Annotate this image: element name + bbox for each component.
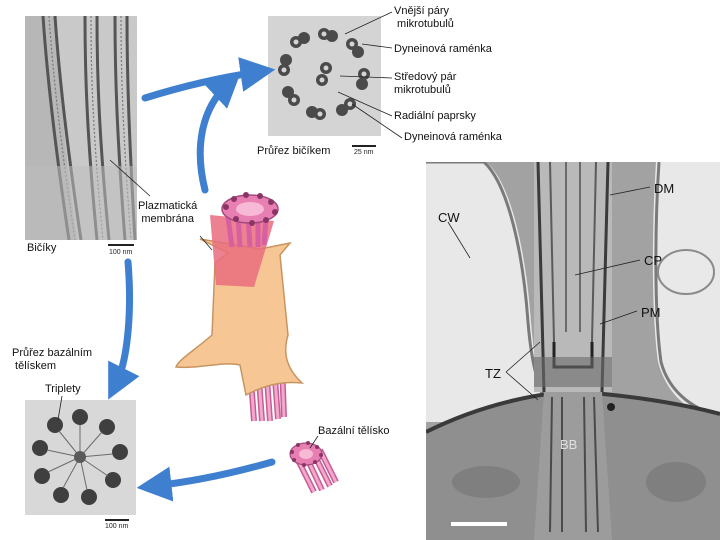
arrow-illustration-to-section [196, 72, 241, 194]
basal-body-illustration [282, 438, 344, 498]
label-cross-section-flagellum: Průřez bičíkem [257, 145, 331, 157]
label-cw: CW [438, 210, 460, 225]
flagellar-base-micrograph [426, 162, 720, 540]
label-central-pair: Středový pár mikrotubulů [394, 71, 457, 96]
top-scale-label: 25 nm [354, 149, 374, 156]
flagellum-cross-section-micrograph [268, 16, 381, 136]
label-plasma-membrane: Plazmatická membrána [138, 200, 198, 225]
label-tz: TZ [485, 366, 501, 381]
arrow-basal-body-to-section [136, 458, 276, 502]
label-radial-spokes: Radiální paprsky [394, 110, 476, 122]
label-bb: BB [560, 437, 578, 452]
bottom-scale-label: 100 nm [105, 523, 129, 530]
left-scale-bar [108, 244, 134, 246]
top-scale-bar [352, 145, 376, 147]
label-basal-body: Bazální tělísko [318, 425, 390, 437]
label-cross-section-basal-body: Průřez bazálním tělískem [12, 347, 93, 372]
basal-body-cross-section-micrograph [25, 400, 136, 515]
label-pm: PM [641, 305, 661, 320]
flagellum-illustration [170, 185, 310, 425]
left-scale-label: 100 nm [109, 249, 133, 256]
arrow-flagella-to-section [141, 57, 276, 102]
arrow-flagella-to-basal-section [108, 258, 140, 400]
label-cp: CP [644, 253, 663, 268]
bottom-scale-bar [105, 519, 129, 521]
label-triplets: Triplety [45, 383, 81, 395]
label-dynein-arms-top: Dyneinová raménka [394, 43, 492, 55]
label-dm: DM [654, 181, 675, 196]
label-dynein-arms-bottom: Dyneinová raménka [404, 131, 502, 143]
label-flagella: Bičíky [27, 242, 57, 254]
flagella-micrograph [25, 16, 137, 240]
label-outer-pairs: Vnější páry mikrotubulů [394, 5, 454, 30]
